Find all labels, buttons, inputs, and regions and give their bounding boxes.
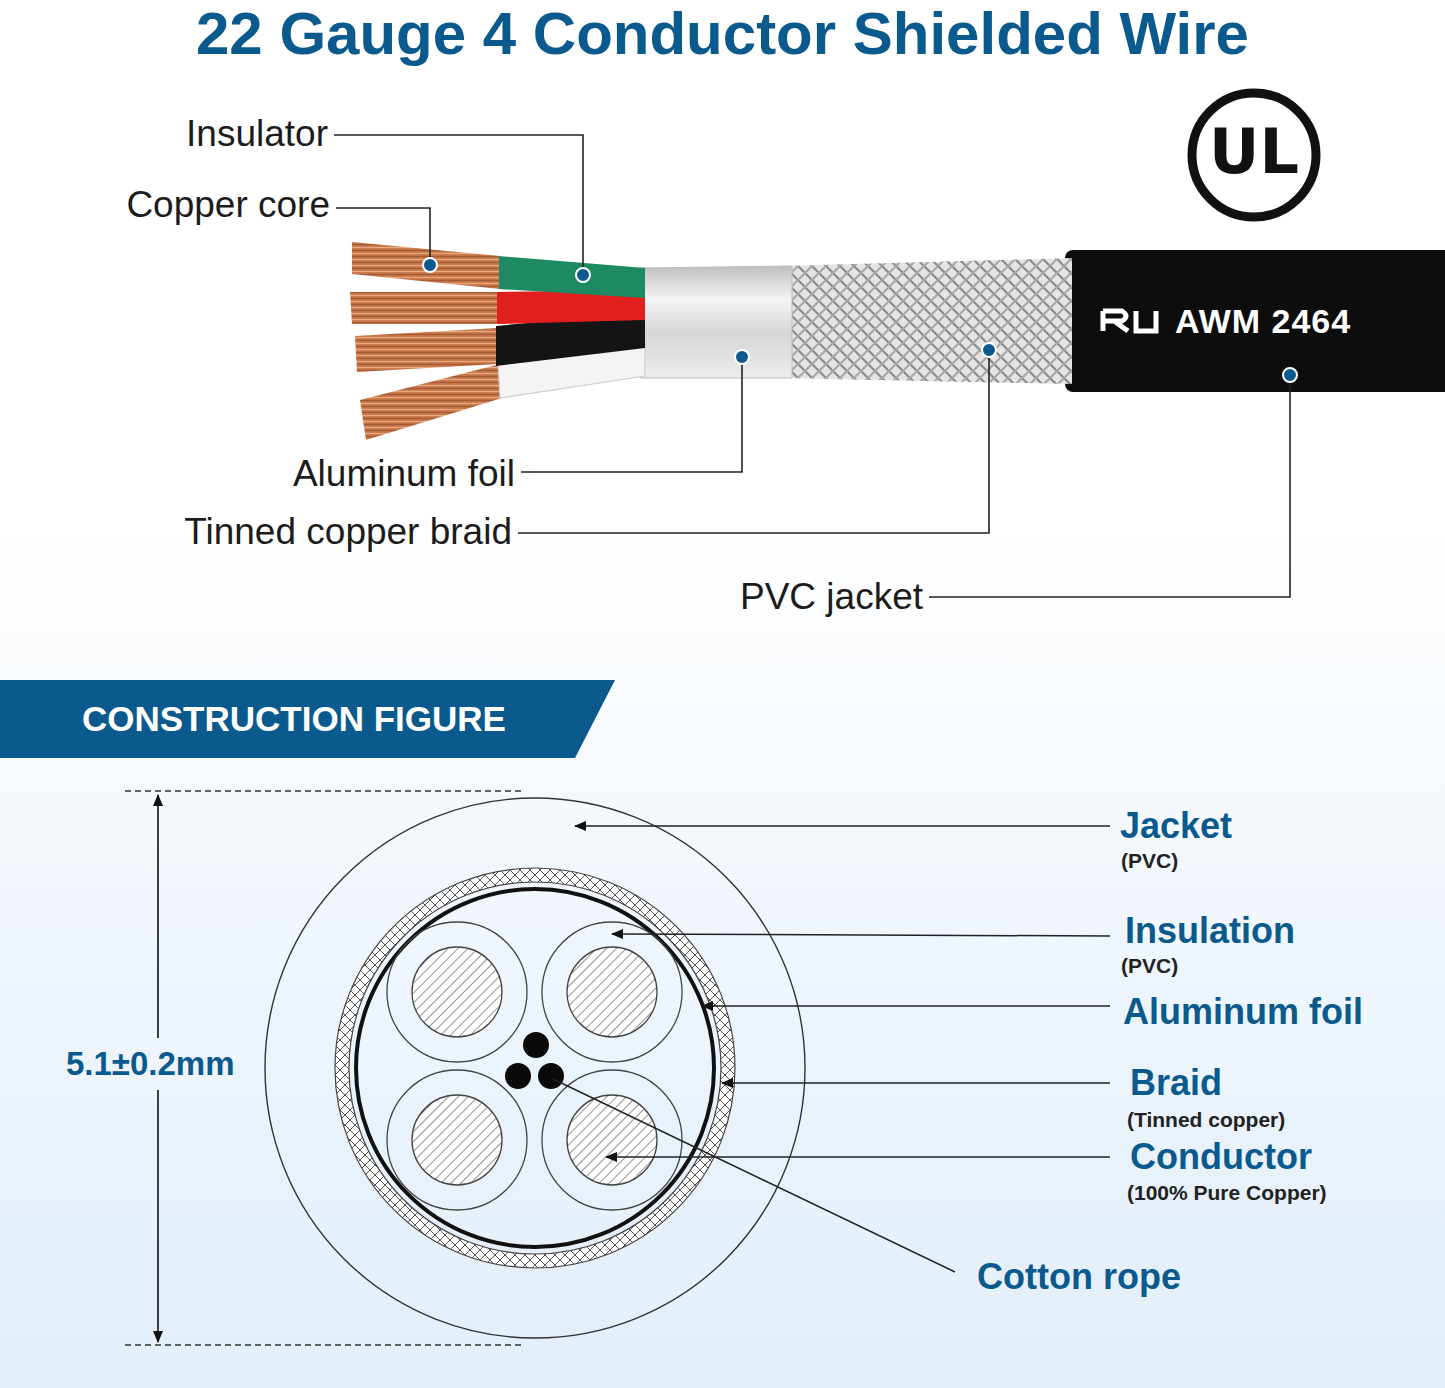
layer-label: Insulation: [1125, 913, 1295, 949]
material-note: (100% Pure Copper): [1127, 1182, 1327, 1203]
certification-mark: UL: [1209, 121, 1299, 183]
section-banner: CONSTRUCTION FIGURE: [0, 680, 615, 758]
part-label: Copper core: [126, 186, 330, 223]
material-note: (PVC): [1121, 955, 1178, 976]
layer-label: Aluminum foil: [1123, 994, 1363, 1030]
banner-text: CONSTRUCTION FIGURE: [82, 680, 506, 758]
diagram-title: 22 Gauge 4 Conductor Shielded Wire: [0, 4, 1445, 64]
part-label: Insulator: [186, 115, 328, 152]
part-label: Tinned copper braid: [184, 513, 512, 550]
part-label: Aluminum foil: [293, 455, 515, 492]
cable-marking: AWM 2464: [1175, 304, 1351, 338]
layer-label: Jacket: [1120, 808, 1232, 844]
layer-label: Cotton rope: [977, 1259, 1181, 1295]
material-note: (Tinned copper): [1127, 1109, 1285, 1130]
layer-label: Conductor: [1130, 1139, 1312, 1175]
part-label: PVC jacket: [740, 578, 923, 615]
dimension-label: 5.1±0.2mm: [66, 1045, 235, 1082]
material-note: (PVC): [1121, 850, 1178, 871]
layer-label: Braid: [1130, 1065, 1222, 1101]
